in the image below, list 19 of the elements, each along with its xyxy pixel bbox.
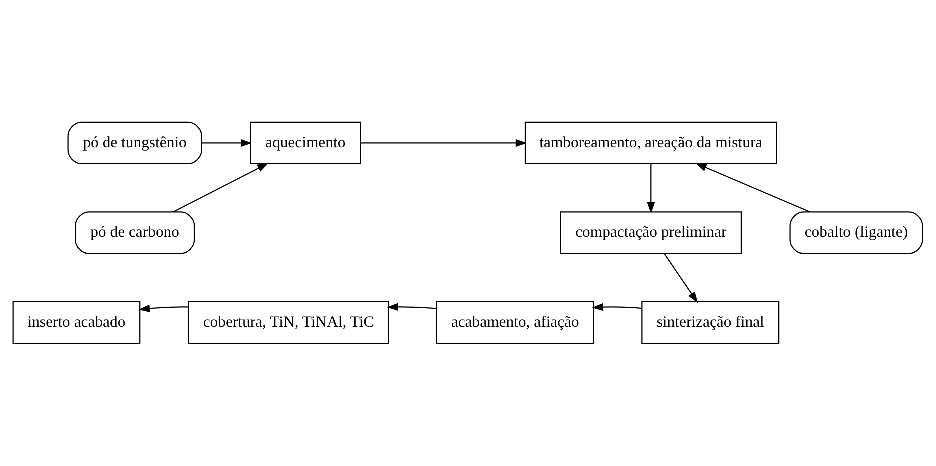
node-box: pó de carbono [75, 212, 196, 254]
node-box: sinterização final [642, 301, 780, 344]
node-box: pó de tungstênio [68, 122, 202, 165]
arrow [647, 164, 656, 214]
arrow [664, 254, 698, 304]
node-box: cobalto (ligante) [790, 212, 924, 254]
arrow [387, 303, 437, 312]
node-box: compactação preliminar [560, 212, 742, 254]
arrow [138, 304, 189, 313]
node-box: aquecimento [250, 122, 362, 165]
arrow [592, 303, 642, 312]
arrow [360, 139, 528, 148]
arrow [173, 163, 269, 213]
node-box: tamboreamento, areação da mistura [524, 122, 778, 165]
arrow [202, 139, 252, 148]
node-box: acabamento, afiação [436, 301, 594, 344]
node-box: cobertura, TiN, TiNAl, TiC [188, 301, 390, 344]
arrow [696, 163, 810, 213]
node-box: inserto acabado [12, 301, 141, 344]
